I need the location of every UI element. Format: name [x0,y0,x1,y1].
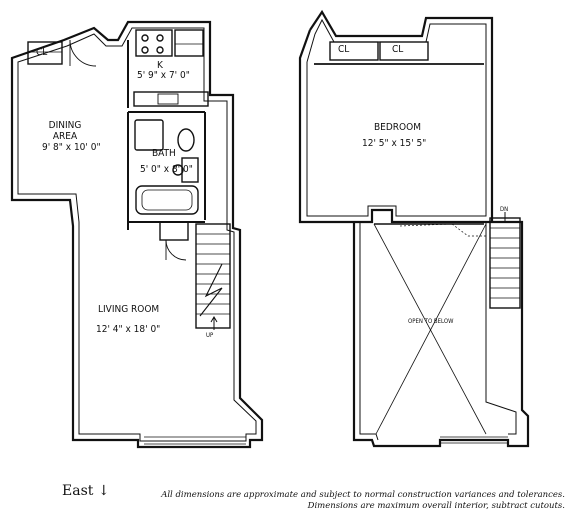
disclaimer: All dimensions are approximate and subje… [140,490,565,512]
stove-burner [141,34,149,42]
lower-outer-wall-inner [17,27,257,442]
kitchen-fridge [174,29,204,57]
bath-size: 5' 0" x 8' 0" [140,164,193,175]
disclaimer-line-1: All dimensions are approximate and subje… [161,490,565,500]
kitchen-size: 5' 9" x 7' 0" [137,70,190,81]
bath-sink [134,119,164,151]
upper-closet-1 [329,41,379,61]
kitchen-stove [135,29,173,57]
hall-closet [159,221,189,241]
bedroom-size: 12' 5" x 15' 5" [362,138,427,149]
upper-stair [489,212,521,309]
kitchen-name: K [157,60,163,71]
open-to-below-label: OPEN TO BELOW [408,318,454,325]
bedroom-name: BEDROOM [374,122,421,133]
stove-burner [156,46,164,54]
upper-closet-1-label: CL [338,44,350,55]
dining-door-swing [69,39,97,67]
dining-name-line2: AREA [52,131,78,142]
upper-outer-wall-2 [309,9,494,222]
orientation-label: East ↓ [62,483,110,499]
upper-outer-wall-inner-2 [359,222,517,441]
lower-level-plan [10,20,264,449]
dining-closet [27,41,63,65]
lower-stair [195,223,231,330]
disclaimer-line-2: Dimensions are maximum overall interior,… [307,501,565,511]
bath-fixture [172,164,184,176]
upper-closet-2-label: CL [392,44,404,55]
bath-name: BATH [152,148,176,159]
lower-stair-label: UP [206,332,214,339]
living-size: 12' 4" x 18' 0" [96,324,161,335]
upper-level-plan [298,9,530,448]
upper-outer-wall [298,29,530,448]
upper-outer-wall-inner [306,18,487,217]
kitchen-sink [157,93,179,105]
lower-window [144,436,246,445]
lower-outer-wall [10,20,264,449]
bathtub [135,185,199,215]
dining-size: 9' 8" x 10' 0" [42,142,101,153]
stove-burner [141,46,149,54]
dining-name-line1: DINING [48,120,82,131]
upper-closet-2 [379,41,429,61]
bath-cabinet [181,157,199,183]
kitchen-counter [133,91,209,107]
dining-closet-label: CL [36,47,48,58]
upper-stair-label: DN [500,206,509,213]
living-name: LIVING ROOM [98,304,160,315]
upper-window [440,436,508,444]
bathtub-inner [141,189,193,211]
open-to-below-area [373,223,487,435]
stove-burner [156,34,164,42]
hall-door-swing [165,239,187,261]
toilet [177,128,195,152]
